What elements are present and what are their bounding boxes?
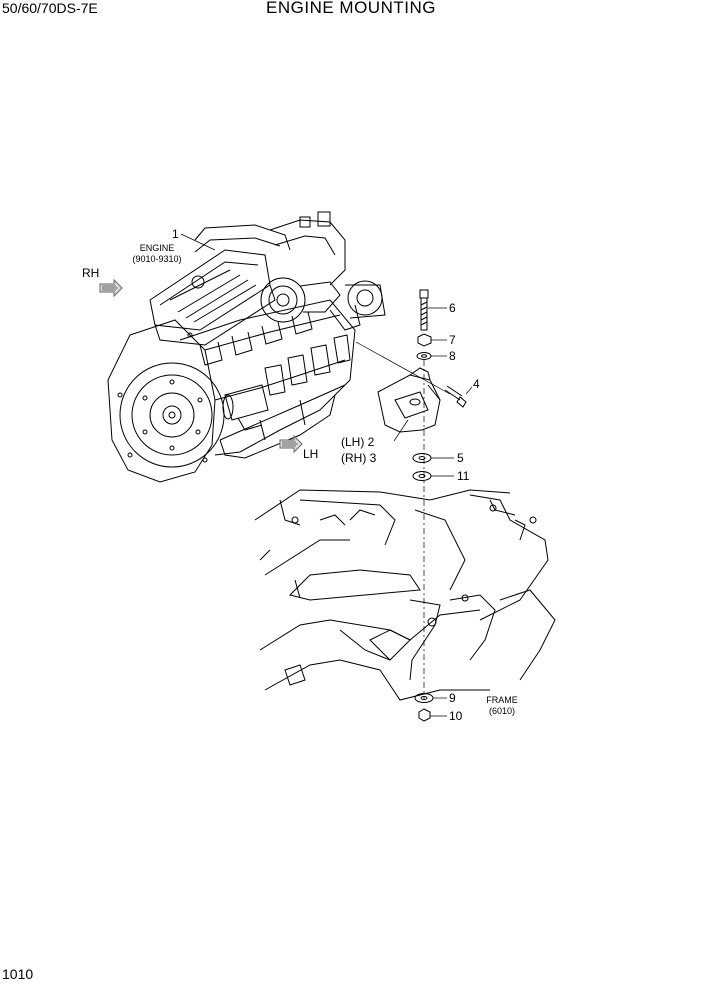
frame-label: FRAME xyxy=(486,695,518,705)
page-number: 1010 xyxy=(2,966,34,982)
callout-3-rh: (RH) 3 xyxy=(341,451,377,465)
callout-9: 9 xyxy=(449,691,456,705)
callout-4: 4 xyxy=(473,377,480,391)
frame-ref: (6010) xyxy=(489,706,515,716)
callout-1: 1 xyxy=(172,227,179,241)
engine-ref: (9010-9310) xyxy=(132,254,181,264)
model-number: 50/60/70DS-7E xyxy=(2,0,98,16)
lh-direction-arrow xyxy=(279,434,303,454)
callout-6: 6 xyxy=(449,301,456,315)
engine-label: ENGINE xyxy=(140,243,175,253)
rh-direction-arrow xyxy=(99,278,123,298)
rh-label: RH xyxy=(82,266,99,280)
page-title: ENGINE MOUNTING xyxy=(266,0,436,17)
engine-drawing xyxy=(107,211,386,483)
callout-11: 11 xyxy=(457,469,470,483)
frame-drawing xyxy=(254,489,556,701)
callout-7: 7 xyxy=(449,333,456,347)
callout-8: 8 xyxy=(449,349,456,363)
leader-lines xyxy=(180,233,473,717)
callout-2-lh: (LH) 2 xyxy=(341,435,375,449)
callout-5: 5 xyxy=(457,451,464,465)
callout-10: 10 xyxy=(449,709,463,723)
lh-label: LH xyxy=(303,447,318,461)
